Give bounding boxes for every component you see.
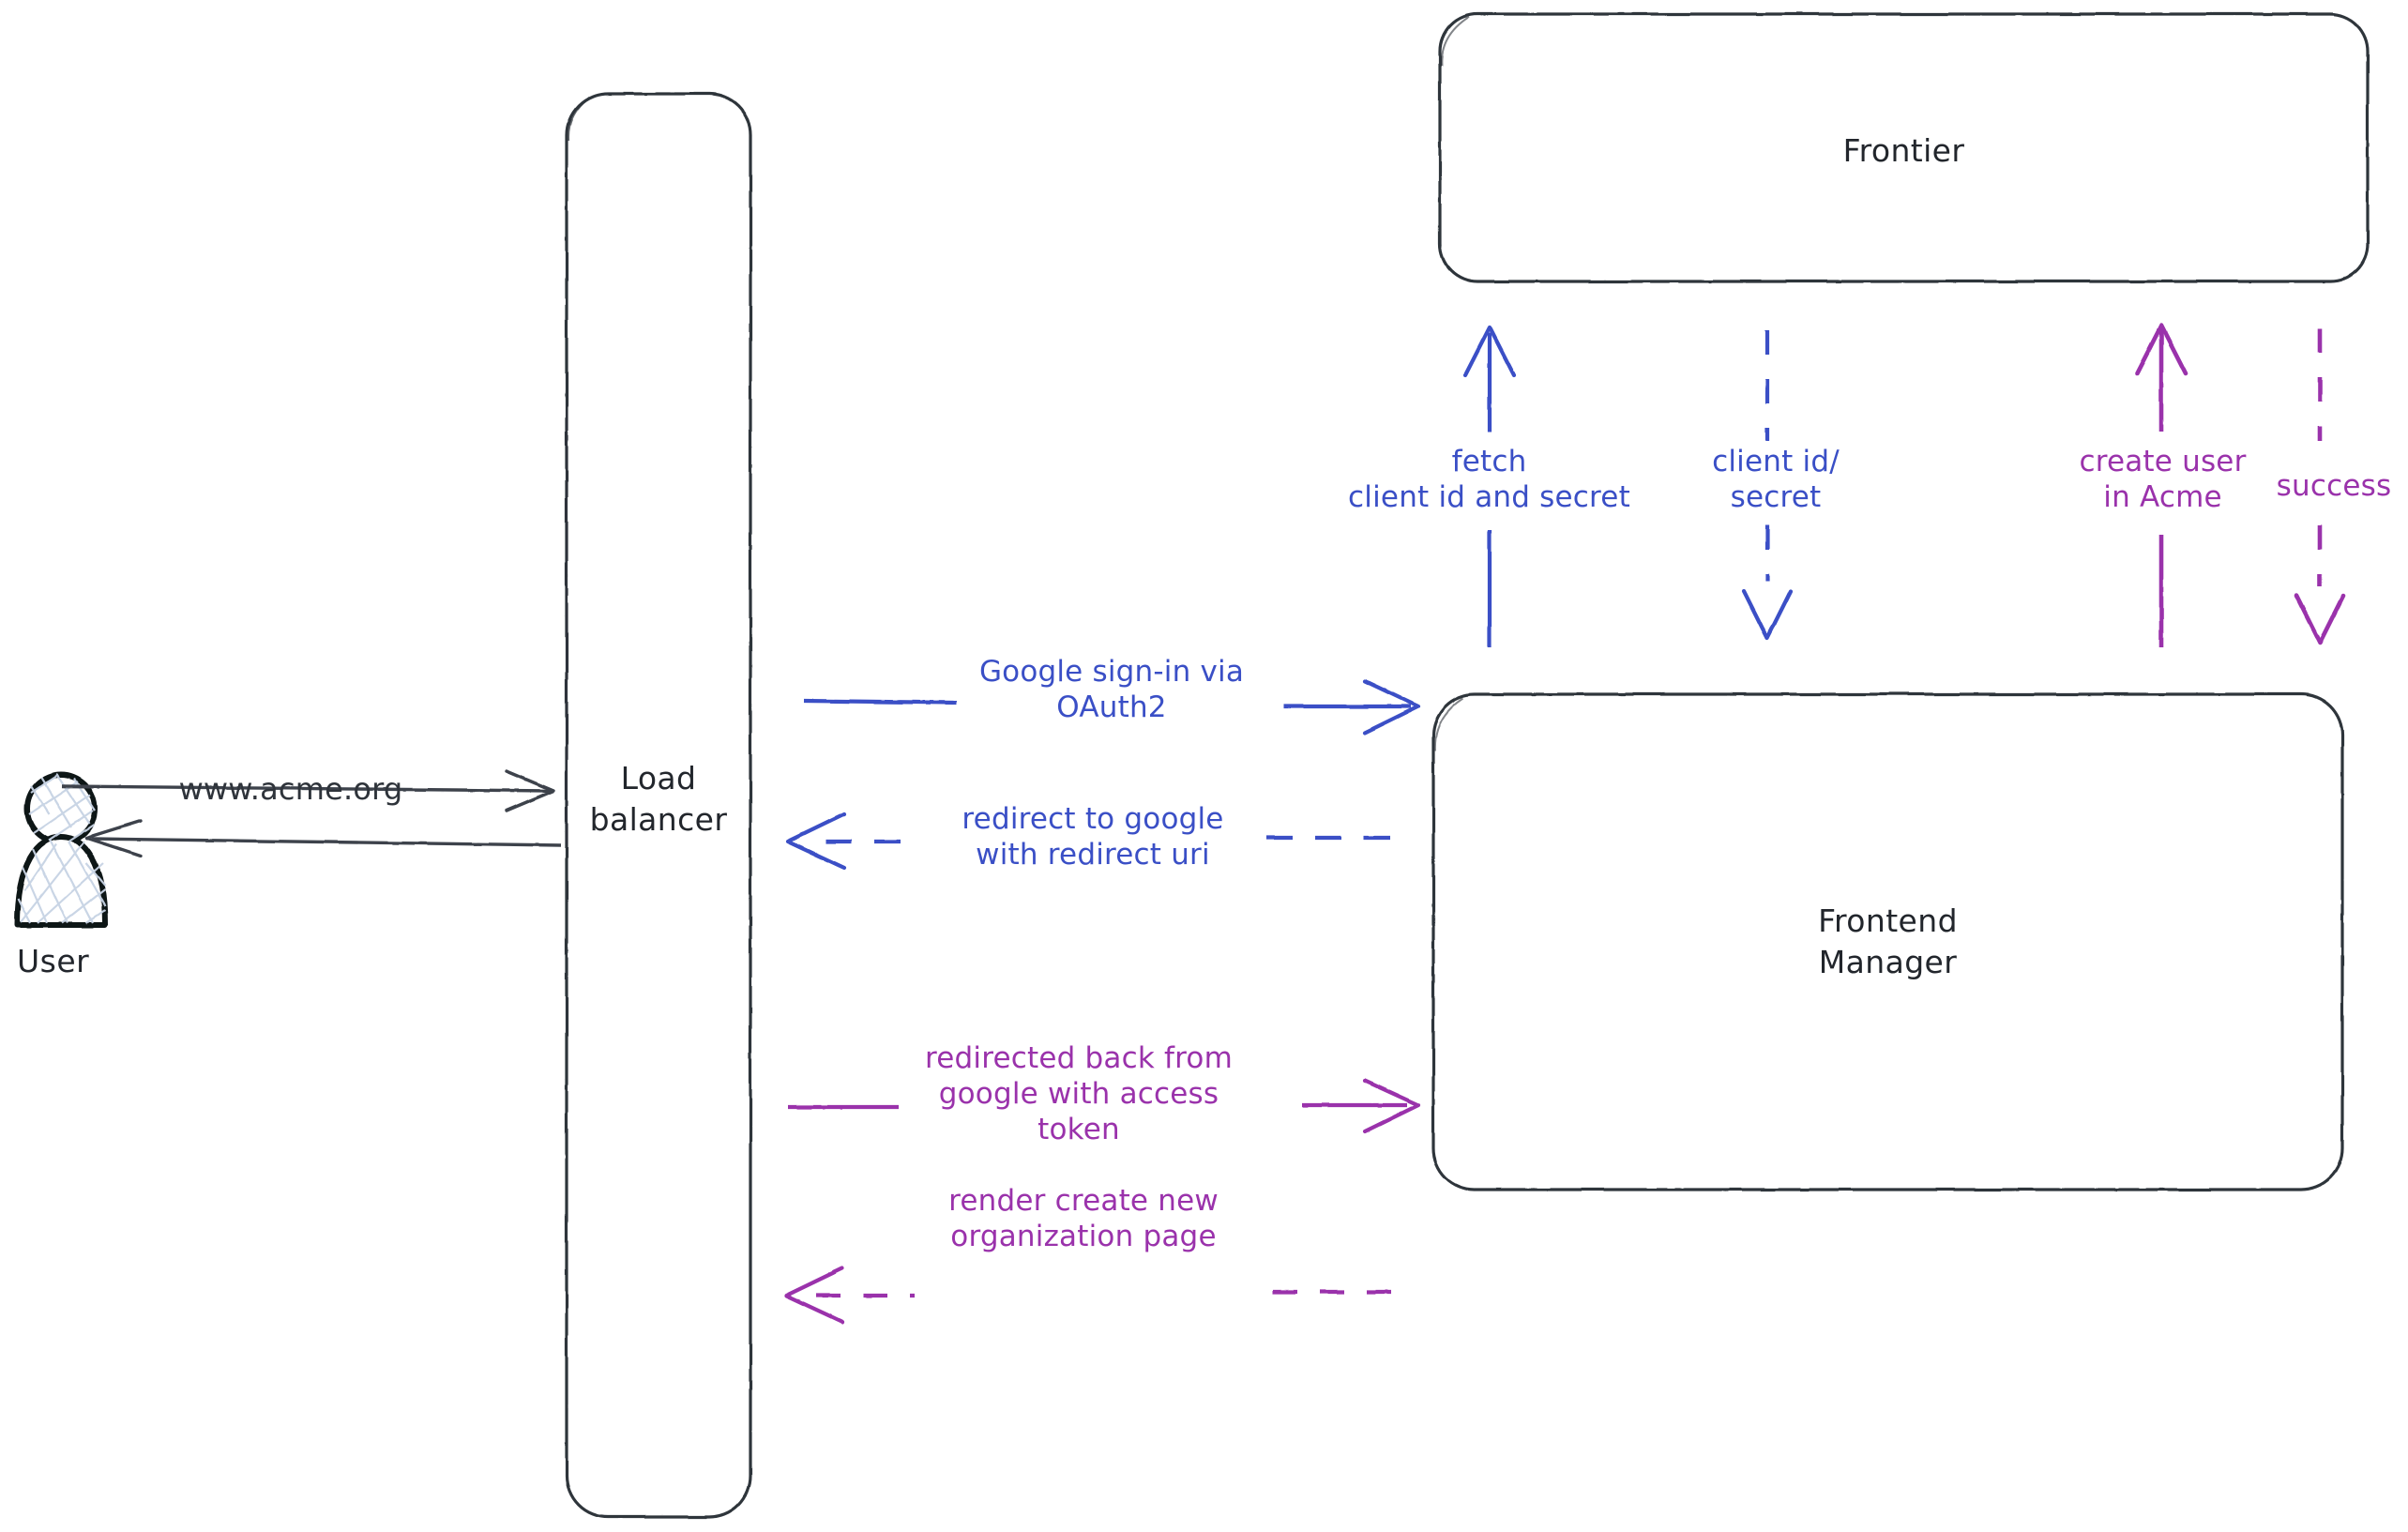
node-load-balancer[interactable] — [565, 92, 752, 1519]
edge-label-fm-to-frontier-create-user: create user in Acme — [2079, 445, 2247, 514]
edge-label-lb-to-fm-signin: Google sign-in via OAuth2 — [978, 655, 1245, 724]
edge-lb-to-fm-callback — [788, 1078, 1421, 1134]
edge-user-to-lb — [61, 769, 555, 812]
edge-label-frontier-to-fm-success: success — [2276, 469, 2392, 503]
edge-label-lb-to-fm-callback: redirected back from google with access … — [924, 1041, 1234, 1146]
user-actor-icon — [14, 772, 108, 928]
edge-label-user-to-lb: www.acme.org — [178, 771, 403, 807]
edge-fm-to-lb-redirect — [785, 812, 1407, 871]
edge-lb-to-user — [84, 819, 562, 857]
edge-lb-to-fm-signin — [803, 678, 1421, 736]
node-frontier[interactable] — [1438, 12, 2370, 283]
node-frontend-manager[interactable] — [1431, 692, 2344, 1191]
edge-label-fm-to-frontier-fetch: fetch client id and secret — [1348, 445, 1630, 514]
edge-fm-to-frontier-create-user — [2134, 323, 2188, 647]
edge-frontier-to-fm-success — [2294, 328, 2346, 645]
edge-label-frontier-to-fm-creds: client id/ secret — [1712, 445, 1840, 514]
edge-fm-to-lb-render — [783, 1266, 1407, 1325]
edge-fm-to-frontier-fetch — [1462, 325, 1517, 647]
edge-frontier-to-fm-creds — [1741, 330, 1794, 641]
user-actor-caption: User — [17, 943, 90, 979]
edge-label-fm-to-lb-redirect: redirect to google with redirect uri — [962, 802, 1224, 872]
edge-label-fm-to-lb-render: render create new organization page — [948, 1184, 1219, 1253]
